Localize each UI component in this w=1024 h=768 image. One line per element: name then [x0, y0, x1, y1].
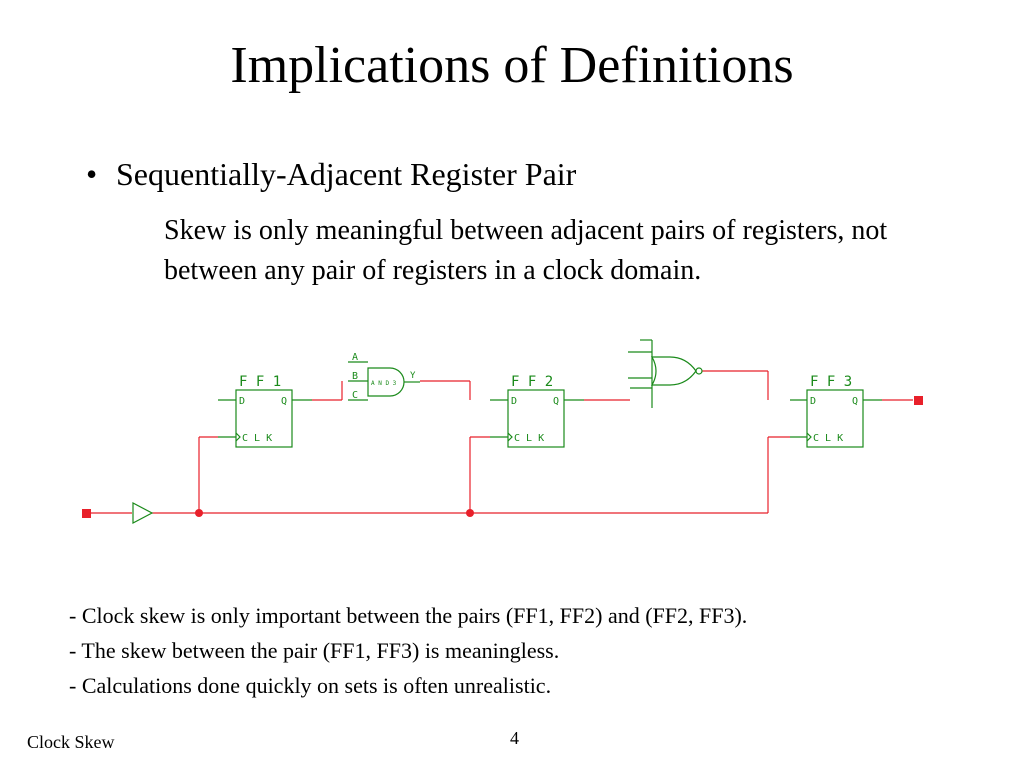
and3-type-label: A N D 3	[371, 380, 397, 387]
footer-title: Clock Skew	[27, 732, 115, 752]
ff2-q-pin: Q	[553, 396, 559, 407]
ff2-clk-pin: C L K	[514, 433, 544, 444]
output-port	[914, 396, 923, 405]
ff2-label: F F 2	[511, 374, 553, 390]
flipflop-ff3: F F 3 D Q C L K	[790, 374, 882, 448]
and3-output-y: Y	[410, 371, 416, 381]
ff1-q-pin: Q	[281, 396, 287, 407]
clock-wires	[90, 370, 913, 514]
bullet-text: Sequentially-Adjacent Register Pair	[116, 156, 577, 192]
ff3-d-pin: D	[810, 396, 816, 407]
ff3-clk-pin: C L K	[813, 433, 843, 444]
page-number: 4	[510, 728, 519, 748]
ff1-d-pin: D	[239, 396, 245, 407]
bullet-item: • Sequentially-Adjacent Register Pair	[86, 156, 576, 193]
junction-dots	[195, 509, 474, 517]
note-line: - Calculations done quickly on sets is o…	[69, 673, 552, 698]
slide-title: Implications of Definitions	[230, 37, 794, 94]
ff1-label: F F 1	[239, 374, 281, 390]
notes-block: - Clock skew is only important between t…	[69, 598, 747, 703]
ff3-label: F F 3	[810, 374, 852, 390]
ff1-clk-pin: C L K	[242, 433, 272, 444]
and3-input-b: B	[352, 371, 358, 382]
clock-buffer	[132, 502, 154, 524]
bullet-dot: •	[86, 156, 98, 192]
ff3-q-pin: Q	[852, 396, 858, 407]
bullet-description: Skew is only meaningful between adjacent…	[164, 215, 888, 286]
ff2-d-pin: D	[511, 396, 517, 407]
and3-input-c: C	[352, 390, 358, 401]
note-line: - The skew between the pair (FF1, FF3) i…	[69, 638, 560, 663]
note-line: - Clock skew is only important between t…	[69, 603, 748, 628]
nor-gate	[628, 339, 703, 408]
and3-input-a: A	[352, 352, 358, 363]
and3-gate: A B C A N D 3 Y	[348, 352, 420, 401]
clock-input-port	[82, 509, 91, 518]
flipflop-ff1: F F 1 D Q C L K	[218, 374, 312, 448]
flipflop-ff2: F F 2 D Q C L K	[490, 374, 584, 448]
